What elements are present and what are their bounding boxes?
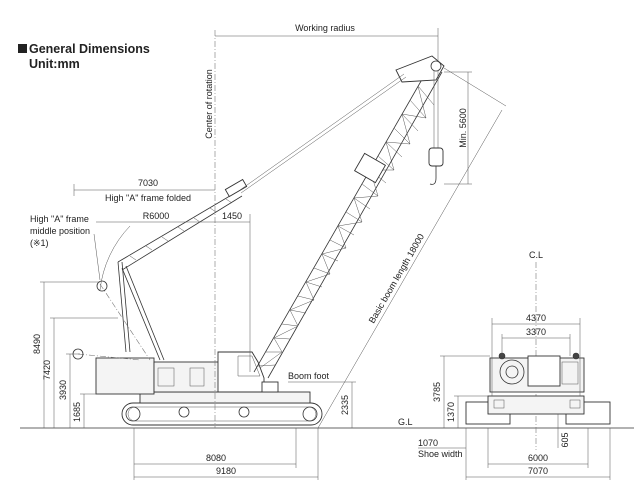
front-mast-base xyxy=(527,355,561,387)
dim-6000-label: 6000 xyxy=(528,453,548,463)
boom-length-line xyxy=(317,109,503,429)
sheave-icon xyxy=(96,280,108,292)
gl-label: G.L xyxy=(398,417,413,427)
a-frame-chord xyxy=(121,195,243,271)
boom-lacing xyxy=(257,85,435,367)
dim-2335-label: 2335 xyxy=(340,395,350,415)
a-frame-folded-label: High "A" frame folded xyxy=(105,193,191,203)
dim-7420-label: 7420 xyxy=(42,360,52,380)
dim-9180-label: 9180 xyxy=(216,466,236,476)
dim-3930-label: 3930 xyxy=(58,380,68,400)
diagram-heading: General Dimensions Unit:mm xyxy=(18,42,150,72)
r6000-label: R6000 xyxy=(143,211,170,221)
cl-label: C.L xyxy=(529,250,543,260)
shoe-width-label: Shoe width xyxy=(418,449,463,459)
heading-title: General Dimensions xyxy=(29,42,150,56)
a-frame-leg xyxy=(121,261,131,353)
dim-4370-label: 4370 xyxy=(526,313,546,323)
a-frame-back-leg xyxy=(125,265,165,361)
track-roller xyxy=(125,406,141,422)
track-roller xyxy=(178,406,190,418)
heading-unit: Unit:mm xyxy=(29,57,80,71)
dim-8490-label: 8490 xyxy=(32,334,42,354)
a-frame-lacing xyxy=(129,198,233,261)
dim-3370-label: 3370 xyxy=(526,327,546,337)
winch-drum-hub-icon xyxy=(505,365,519,379)
dim-7070-label: 7070 xyxy=(528,466,548,476)
dim-605-label: 605 xyxy=(560,432,570,447)
dim-7030-label: 7030 xyxy=(138,178,158,188)
leader-line xyxy=(93,233,101,281)
hook-icon xyxy=(429,166,437,185)
middle-position-label-3: (※1) xyxy=(30,238,49,248)
track-roller xyxy=(238,406,250,418)
boom-diagonal xyxy=(259,85,427,369)
winch-drum-icon xyxy=(499,359,525,385)
middle-position-label-2: middle position xyxy=(30,226,90,236)
cab-window xyxy=(237,355,261,377)
front-view: C.L 4370 3370 3785 1370 G.L 605 xyxy=(398,250,611,480)
a-frame-back-leg xyxy=(121,267,161,361)
working-radius-label: Working radius xyxy=(295,23,355,33)
boom-length-ext xyxy=(443,67,507,107)
center-of-rotation-label: Center of rotation xyxy=(204,69,214,139)
pendant-block xyxy=(224,178,248,198)
counterweight xyxy=(95,357,155,395)
crawler-track xyxy=(121,402,323,426)
min-5600-label: Min. 5600 xyxy=(458,108,468,148)
boom-lower-chord xyxy=(267,71,443,379)
track-roller xyxy=(302,406,318,422)
a-frame-chord xyxy=(117,189,241,263)
pendant-line xyxy=(239,73,405,191)
boom-name-plate xyxy=(353,152,387,184)
track-inner xyxy=(127,406,317,422)
dim-8080-label: 8080 xyxy=(206,453,226,463)
pendant-line xyxy=(240,76,407,194)
dim-1685-label: 1685 xyxy=(72,402,82,422)
boom-tip xyxy=(395,55,445,83)
bullet-square-icon xyxy=(18,44,27,53)
side-panel xyxy=(189,367,205,387)
boom-foot-label: Boom foot xyxy=(288,371,330,381)
dim-1450-label: 1450 xyxy=(222,211,242,221)
engine-grille xyxy=(157,367,175,387)
dim-1370-label: 1370 xyxy=(446,402,456,422)
car-body-detail xyxy=(569,399,581,409)
hook-block xyxy=(428,147,444,167)
dim-1070-label: 1070 xyxy=(418,438,438,448)
upper-body xyxy=(153,361,231,393)
a-frame-leg xyxy=(117,261,127,353)
car-body xyxy=(139,391,311,404)
light-icon xyxy=(572,352,580,360)
boom-tip-sheave-icon xyxy=(430,60,442,72)
r6000-arc xyxy=(99,225,131,291)
front-cab xyxy=(561,361,579,385)
dim-3785-label: 3785 xyxy=(432,382,442,402)
boom-foot-block xyxy=(261,381,279,393)
middle-position-line xyxy=(99,283,151,361)
car-body-detail xyxy=(493,399,505,409)
side-view xyxy=(72,30,445,428)
operator-cab xyxy=(217,351,265,393)
boom-length-label: Basic boom length 18000 xyxy=(367,232,426,325)
middle-position-label-1: High "A" frame xyxy=(30,214,89,224)
front-car-body xyxy=(487,395,585,415)
boom-upper-chord xyxy=(253,61,433,373)
